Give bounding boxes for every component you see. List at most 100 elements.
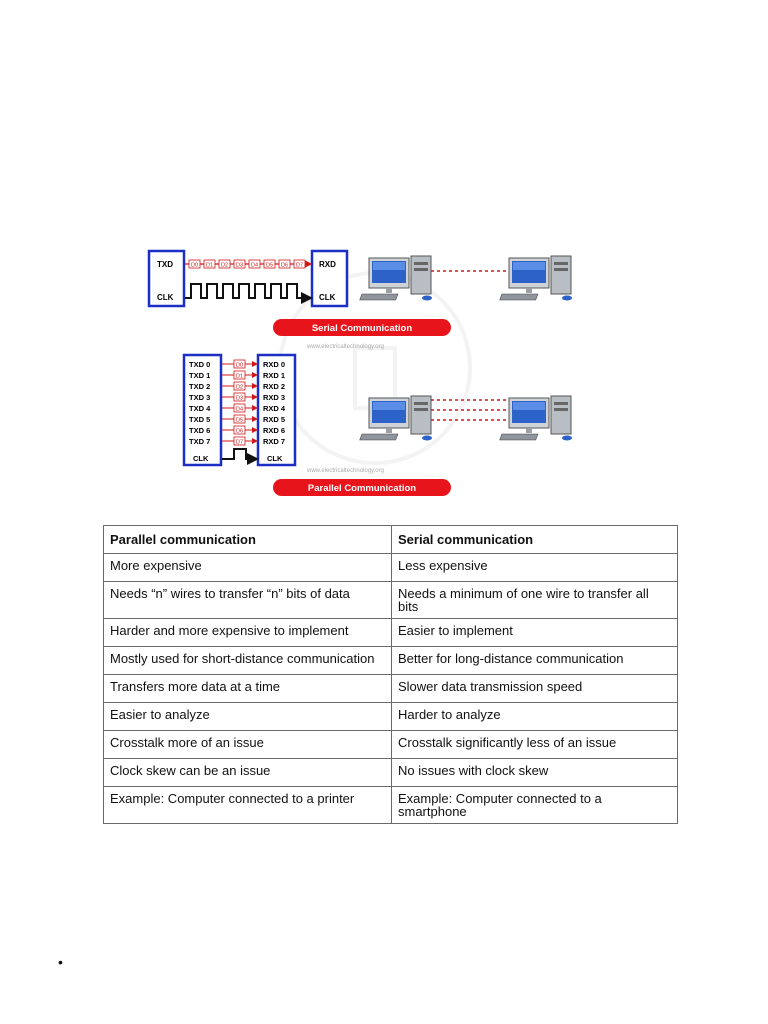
serial-rx-clk-label: CLK: [319, 293, 336, 302]
cell-serial: Slower data transmission speed: [391, 674, 678, 703]
parallel-tx-label: TXD 1: [189, 371, 210, 380]
cell-parallel: Mostly used for short-distance communica…: [103, 646, 392, 675]
serial-bit-label: D6: [281, 263, 288, 269]
serial-bit-label: D3: [236, 263, 243, 269]
parallel-rx-label: RXD 7: [263, 437, 285, 446]
serial-bit-label: D5: [266, 263, 273, 269]
parallel-tx-label: TXD 0: [189, 360, 210, 369]
serial-bit-box: [218, 259, 231, 269]
table-header-row: Parallel communication Serial communicat…: [103, 525, 678, 554]
serial-bit-box: [188, 259, 201, 269]
parallel-rx-box: [256, 353, 297, 467]
table-row: Mostly used for short-distance communica…: [103, 646, 678, 675]
parallel-watermark: www.electricaltechnology.org: [306, 468, 384, 474]
serial-bit-box: [293, 259, 306, 269]
parallel-bit-box: [233, 381, 246, 391]
cell-serial: Crosstalk significantly less of an issue: [391, 730, 678, 759]
cell-parallel: Crosstalk more of an issue: [103, 730, 392, 759]
parallel-caption-bg: [273, 479, 451, 496]
parallel-rx-label: RXD 0: [263, 360, 285, 369]
parallel-tx-label: TXD 6: [189, 426, 210, 435]
parallel-bit-label: D7: [236, 440, 243, 446]
parallel-bit-label: D6: [236, 429, 243, 435]
cell-serial: Harder to analyze: [391, 702, 678, 731]
parallel-rx-label: RXD 3: [263, 393, 285, 402]
parallel-computer-left: [359, 395, 433, 441]
serial-rx-label: RXD: [319, 260, 336, 269]
parallel-tx-label: TXD 7: [189, 437, 210, 446]
serial-bit-box: [203, 259, 216, 269]
parallel-tx-label: TXD 5: [189, 415, 210, 424]
serial-bit-box: [278, 259, 291, 269]
parallel-bit-label: D5: [236, 418, 243, 424]
parallel-tx-label: TXD 3: [189, 393, 210, 402]
parallel-rx-clk-label: CLK: [267, 454, 283, 463]
header-serial: Serial communication: [391, 525, 678, 554]
cell-parallel: More expensive: [103, 553, 392, 582]
parallel-clock-signal: [222, 448, 259, 465]
cell-parallel: Example: Computer connected to a printer: [103, 786, 392, 824]
parallel-computer-right: [499, 395, 573, 441]
parallel-bit-label: D2: [236, 385, 243, 391]
cell-parallel: Harder and more expensive to implement: [103, 618, 392, 647]
parallel-tx-clk-label: CLK: [193, 454, 209, 463]
cell-serial: Example: Computer connected to a smartph…: [391, 786, 678, 824]
parallel-rx-label: RXD 1: [263, 371, 285, 380]
cell-serial: No issues with clock skew: [391, 758, 678, 787]
parallel-tx-label: TXD 2: [189, 382, 210, 391]
parallel-rx-label: RXD 5: [263, 415, 285, 424]
parallel-bit-label: D4: [236, 407, 243, 413]
cell-serial: Easier to implement: [391, 618, 678, 647]
serial-caption: Serial Communication: [312, 323, 412, 334]
parallel-tx-box: [182, 353, 223, 467]
cell-parallel: Easier to analyze: [103, 702, 392, 731]
parallel-rx-label: RXD 4: [263, 404, 286, 413]
parallel-bit-label: D3: [236, 396, 243, 402]
parallel-bit-label: D1: [236, 374, 243, 380]
cell-serial: Less expensive: [391, 553, 678, 582]
parallel-bit-label: D0: [236, 363, 243, 369]
cell-parallel: Needs “n” wires to transfer “n” bits of …: [103, 581, 392, 619]
parallel-rx-label: RXD 2: [263, 382, 285, 391]
bullet-point: •: [58, 954, 63, 970]
serial-watermark: www.electricaltechnology.org: [306, 344, 384, 350]
serial-clock-signal: [185, 283, 313, 304]
cell-serial: Better for long-distance communication: [391, 646, 678, 675]
serial-bit-box: [248, 259, 261, 269]
parallel-caption: Parallel Communication: [308, 483, 416, 494]
cell-parallel: Clock skew can be an issue: [103, 758, 392, 787]
parallel-rx-label: RXD 6: [263, 426, 285, 435]
serial-tx-clk-label: CLK: [157, 293, 174, 302]
serial-rx-box: [310, 249, 349, 308]
parallel-bit-box: [233, 425, 246, 435]
parallel-bit-box: [233, 370, 246, 380]
table-row: Needs “n” wires to transfer “n” bits of …: [103, 581, 678, 619]
serial-bit-box: [263, 259, 276, 269]
serial-computer-right: [499, 255, 573, 301]
serial-caption-bg: [273, 319, 451, 336]
header-parallel: Parallel communication: [103, 525, 392, 554]
parallel-bit-box: [233, 436, 246, 446]
serial-bit-box: [233, 259, 246, 269]
parallel-bit-box: [233, 359, 246, 369]
serial-bit-label: D4: [251, 263, 258, 269]
serial-bit-label: D0: [191, 263, 198, 269]
serial-tx-box: [147, 249, 186, 308]
table-row: Example: Computer connected to a printer…: [103, 786, 678, 824]
serial-tx-label: TXD: [157, 260, 173, 269]
parallel-bit-box: [233, 392, 246, 402]
serial-bit-label: D7: [296, 263, 303, 269]
serial-bit-label: D1: [206, 263, 213, 269]
cell-serial: Needs a minimum of one wire to transfer …: [391, 581, 678, 619]
parallel-bit-box: [233, 414, 246, 424]
serial-computer-left: [359, 255, 433, 301]
comparison-table: Parallel communication Serial communicat…: [103, 525, 678, 824]
